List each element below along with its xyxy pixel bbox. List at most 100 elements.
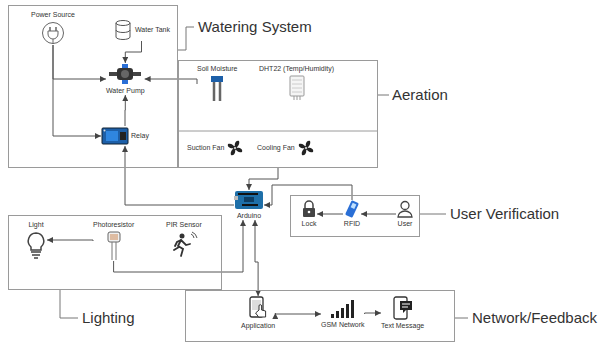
drawing-part	[112, 242, 116, 260]
component: DHT22 (Temp/Humidity)	[259, 65, 334, 101]
group-heading: Lighting	[82, 309, 135, 326]
drawing-part	[351, 300, 354, 318]
rfid-icon	[343, 200, 361, 218]
dht-icon	[289, 75, 305, 101]
component: Application	[241, 296, 275, 330]
drawing-part	[238, 193, 258, 195]
drawing-part	[42, 23, 63, 44]
gsm-icon	[330, 299, 356, 319]
fan-icon	[226, 139, 244, 157]
component-label: Relay	[131, 132, 149, 140]
drawing-part	[303, 208, 315, 217]
component-label: Text Message	[381, 322, 424, 330]
drawing-part	[345, 200, 359, 218]
drawing-part	[401, 202, 409, 210]
connector	[365, 313, 381, 314]
drawing-part	[290, 76, 304, 96]
soil-icon	[209, 75, 225, 103]
fan-icon	[297, 139, 315, 157]
component-label: Photoresistor	[93, 221, 134, 229]
component: Soil Moisture	[197, 65, 237, 103]
drawing-part	[121, 70, 129, 78]
component-label: Arduino	[237, 212, 261, 220]
component-label: Soil Moisture	[197, 65, 237, 73]
leader-line	[420, 214, 446, 215]
drawing-part	[122, 64, 128, 68]
plug-icon	[41, 21, 65, 45]
divider-line	[178, 131, 378, 132]
app-icon	[247, 296, 269, 320]
component: PIR Sensor	[166, 221, 202, 259]
component: Light	[25, 221, 47, 259]
drawing-part	[242, 204, 258, 206]
drawing-part	[120, 132, 126, 140]
bulb-icon	[25, 231, 47, 259]
component-label: Cooling Fan	[257, 144, 295, 152]
drawing-part	[108, 232, 120, 242]
component: RFID	[343, 200, 361, 228]
component-label: RFID	[344, 220, 360, 228]
connector	[125, 146, 234, 205]
drawing-part	[351, 203, 357, 209]
leader-line	[455, 318, 468, 319]
drawing-part	[294, 96, 300, 100]
group-heading: Aeration	[392, 86, 448, 103]
connector	[317, 214, 343, 215]
connector	[361, 214, 396, 215]
drawing-part	[400, 301, 412, 313]
drawing-part	[28, 233, 43, 250]
drawing-part	[211, 76, 223, 82]
connector	[47, 240, 93, 241]
component: Lock	[301, 200, 317, 228]
user-icon	[396, 200, 414, 218]
component-label: Lock	[302, 220, 317, 228]
drawing-part	[235, 191, 263, 209]
group-heading: Watering System	[198, 18, 312, 35]
leader-line	[378, 95, 389, 96]
component-label: Suction Fan	[187, 144, 224, 152]
component: Water Pump	[106, 63, 145, 95]
connector	[125, 95, 126, 126]
drawing-part	[109, 72, 117, 76]
component: Arduino	[234, 190, 264, 220]
component: Power Source	[31, 11, 75, 45]
drawing-part	[110, 235, 118, 239]
drawing-part	[31, 252, 41, 258]
drawing-part	[336, 311, 339, 318]
leader-line	[178, 27, 194, 50]
connector	[53, 45, 101, 136]
component: Water Tank	[113, 19, 170, 41]
drawing-part	[256, 305, 266, 317]
connector	[275, 313, 321, 314]
leader-line	[60, 290, 78, 318]
drawing-part	[116, 23, 130, 40]
group-heading: User Verification	[450, 205, 559, 222]
component: Cooling Fan	[257, 139, 315, 157]
drawing-part	[102, 128, 128, 144]
component: Photoresistor	[93, 221, 134, 261]
drawing-part	[346, 304, 349, 318]
drawing-part	[116, 30, 130, 33]
component: GSM Network	[321, 299, 365, 329]
drawing-part	[234, 196, 238, 200]
drawing-part	[345, 200, 359, 218]
drawing-part	[179, 234, 184, 239]
group-box: Network/FeedbackApplicationGSM NetworkTe…	[185, 290, 455, 342]
component-label: Water Pump	[106, 87, 145, 95]
connector	[249, 168, 278, 190]
drawing-part	[331, 314, 334, 318]
group-heading: Network/Feedback	[472, 309, 597, 326]
component: Text Message	[381, 296, 424, 330]
component-label: DHT22 (Temp/Humidity)	[259, 65, 334, 73]
group-box: AerationSoil MoistureDHT22 (Temp/Humidit…	[178, 60, 378, 168]
component-label: User	[398, 220, 413, 228]
connector	[125, 41, 141, 63]
connector	[145, 79, 197, 84]
arduino-icon	[234, 190, 264, 210]
msg-icon	[392, 296, 414, 320]
drawing-part	[402, 304, 410, 307]
drawing-part	[104, 130, 106, 132]
component: Relay	[101, 126, 149, 146]
component-label: Power Source	[31, 11, 75, 19]
